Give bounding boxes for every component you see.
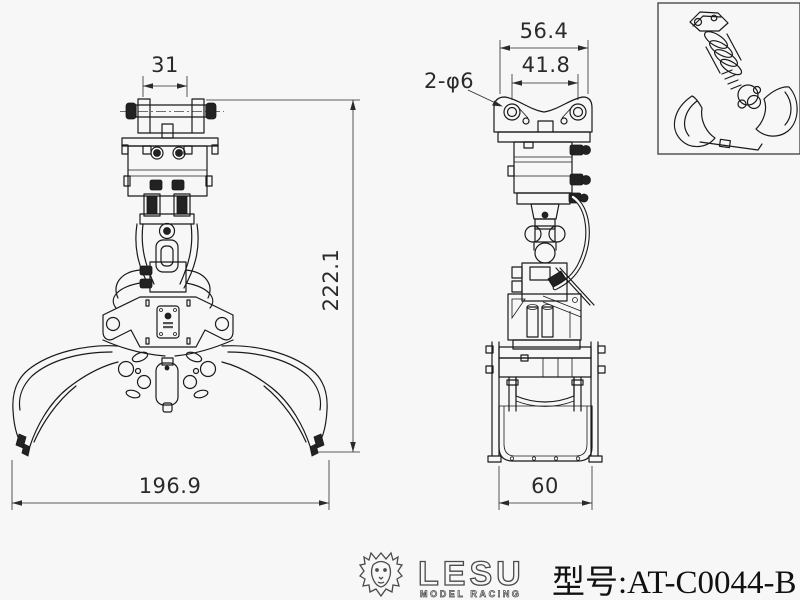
inset-border xyxy=(657,2,800,155)
hole-callout-value: 2-φ6 xyxy=(424,69,474,93)
dimension-front-height: 222.1 xyxy=(206,99,360,453)
dim-side-holes-value: 41.8 xyxy=(522,53,571,77)
claw-arm-left xyxy=(12,345,119,457)
hole-callout: 2-φ6 xyxy=(424,69,503,107)
bolt-right xyxy=(175,149,183,157)
dim-side-bottom-value: 60 xyxy=(531,474,559,498)
ear-hole-right xyxy=(214,316,230,332)
dim-front-open-value: 196.9 xyxy=(139,474,202,498)
mount-plate-left xyxy=(137,98,151,134)
brand-name: LESU xyxy=(418,555,525,593)
side-body xyxy=(513,141,573,194)
isometric-grapple xyxy=(673,11,798,151)
dim-front-top-value: 31 xyxy=(151,53,179,77)
pin-cap-right xyxy=(205,102,217,120)
bolt-left xyxy=(153,149,161,157)
arm-hole-cluster xyxy=(117,351,217,413)
hydraulic-block xyxy=(149,261,187,293)
dim-front-height-value: 222.1 xyxy=(319,249,343,312)
pin-cap-left xyxy=(125,102,137,120)
bucket-shell xyxy=(498,405,593,462)
mount-hole-left xyxy=(503,103,521,121)
mount-center-tab xyxy=(161,123,174,139)
isometric-inset xyxy=(657,2,800,155)
dimension-side-bottom-width: 60 xyxy=(498,466,593,510)
ear-hole-left xyxy=(105,316,121,332)
rotator-body xyxy=(127,145,208,197)
mount-hole-right xyxy=(569,103,587,121)
side-mount xyxy=(493,96,593,133)
dimension-side-top-width: 56.4 xyxy=(499,19,589,94)
pivot xyxy=(158,222,176,240)
claw-body-plate xyxy=(102,296,234,348)
a-frame-left xyxy=(135,223,151,289)
dimension-side-hole-spacing: 41.8 xyxy=(511,53,579,100)
hose xyxy=(115,269,141,299)
plate-lion-mark xyxy=(164,312,172,320)
mount-plate-right xyxy=(191,98,205,134)
center-link xyxy=(155,362,179,406)
model-number: 型号:AT-C0044-B xyxy=(552,565,796,600)
swivel-cylinder xyxy=(534,242,556,264)
claw-arm-right xyxy=(221,345,328,457)
brand-logo: LESU MODEL RACING xyxy=(358,551,525,599)
dim-side-top-value: 56.4 xyxy=(520,19,569,43)
flange xyxy=(121,137,219,147)
brand-subtitle: MODEL RACING xyxy=(420,589,522,599)
dimension-front-open-width: 196.9 xyxy=(11,460,330,510)
side-view xyxy=(485,96,606,463)
front-view xyxy=(12,98,328,457)
lion-icon xyxy=(358,551,404,598)
name-plate xyxy=(156,305,180,339)
dimension-front-top-width: 31 xyxy=(142,53,188,97)
